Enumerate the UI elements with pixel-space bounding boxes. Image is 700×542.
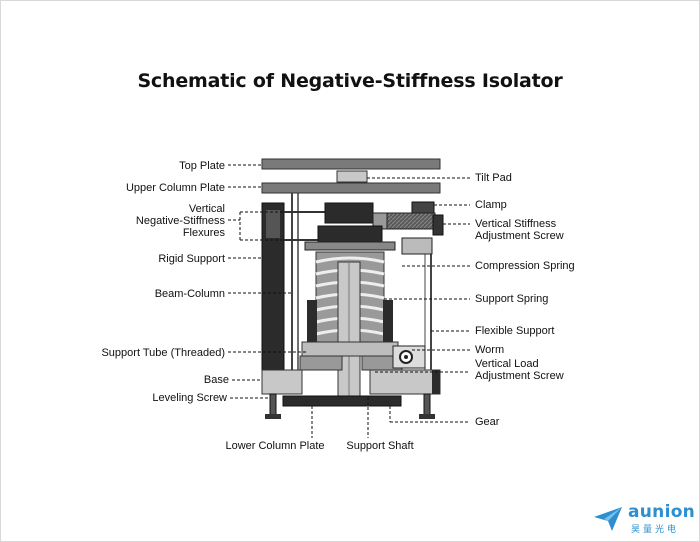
label-vs-screw-line1: Vertical Stiffness: [475, 218, 557, 230]
label-worm: Worm: [475, 344, 505, 356]
leveling-screw-left: [269, 393, 277, 417]
label-upper-column-plate: Upper Column Plate: [125, 182, 225, 194]
label-rigid-support: Rigid Support: [158, 253, 225, 265]
diagram-title: Schematic of Negative-Stiffness Isolator: [137, 70, 563, 92]
label-vl-screw-line2: Adjustment Screw: [475, 370, 564, 382]
compression-spring-block: [401, 237, 433, 255]
label-vs-screw-line2: Adjustment Screw: [475, 230, 564, 242]
label-ns-flexures-line2: Negative-Stiffness: [135, 215, 225, 227]
label-vl-screw-line1: Vertical Load: [475, 358, 539, 370]
leader-lines: [228, 164, 470, 438]
logo-subtitle: 昊量光电: [631, 524, 680, 534]
label-gear: Gear: [475, 416, 500, 428]
clamp-top: [324, 202, 374, 224]
label-support-tube: Support Tube (Threaded): [101, 347, 225, 359]
label-support-shaft: Support Shaft: [346, 440, 414, 452]
upper-column-plate: [261, 182, 441, 194]
label-top-plate: Top Plate: [179, 160, 225, 172]
label-support-spring: Support Spring: [475, 293, 549, 305]
label-beam-column: Beam-Column: [154, 288, 225, 300]
logo-name: aunion: [628, 502, 696, 522]
label-ns-flexures-line3: Flexures: [182, 227, 225, 239]
label-lower-column-plate: Lower Column Plate: [225, 440, 325, 452]
leveling-screw-right: [423, 393, 431, 417]
support-tube-right: [383, 300, 393, 342]
support-tube-left: [307, 300, 317, 342]
lower-column-plate: [282, 395, 402, 407]
top-plate: [261, 158, 441, 170]
vertical-stiffness-screw: [384, 212, 436, 230]
label-leveling-screw: Leveling Screw: [152, 392, 227, 404]
spring-cap: [317, 225, 383, 243]
base-left: [261, 369, 303, 395]
label-clamp: Clamp: [475, 199, 507, 211]
base-right: [369, 369, 441, 395]
label-tilt-pad: Tilt Pad: [475, 172, 512, 184]
label-flexible-support: Flexible Support: [475, 325, 555, 337]
label-ns-flexures-line1: Vertical: [188, 203, 225, 215]
clamp-block: [411, 201, 435, 215]
tilt-pad: [336, 170, 368, 183]
aunion-logo-icon: [594, 507, 622, 531]
label-compression-spring: Compression Spring: [475, 260, 575, 272]
label-base: Base: [203, 374, 229, 386]
